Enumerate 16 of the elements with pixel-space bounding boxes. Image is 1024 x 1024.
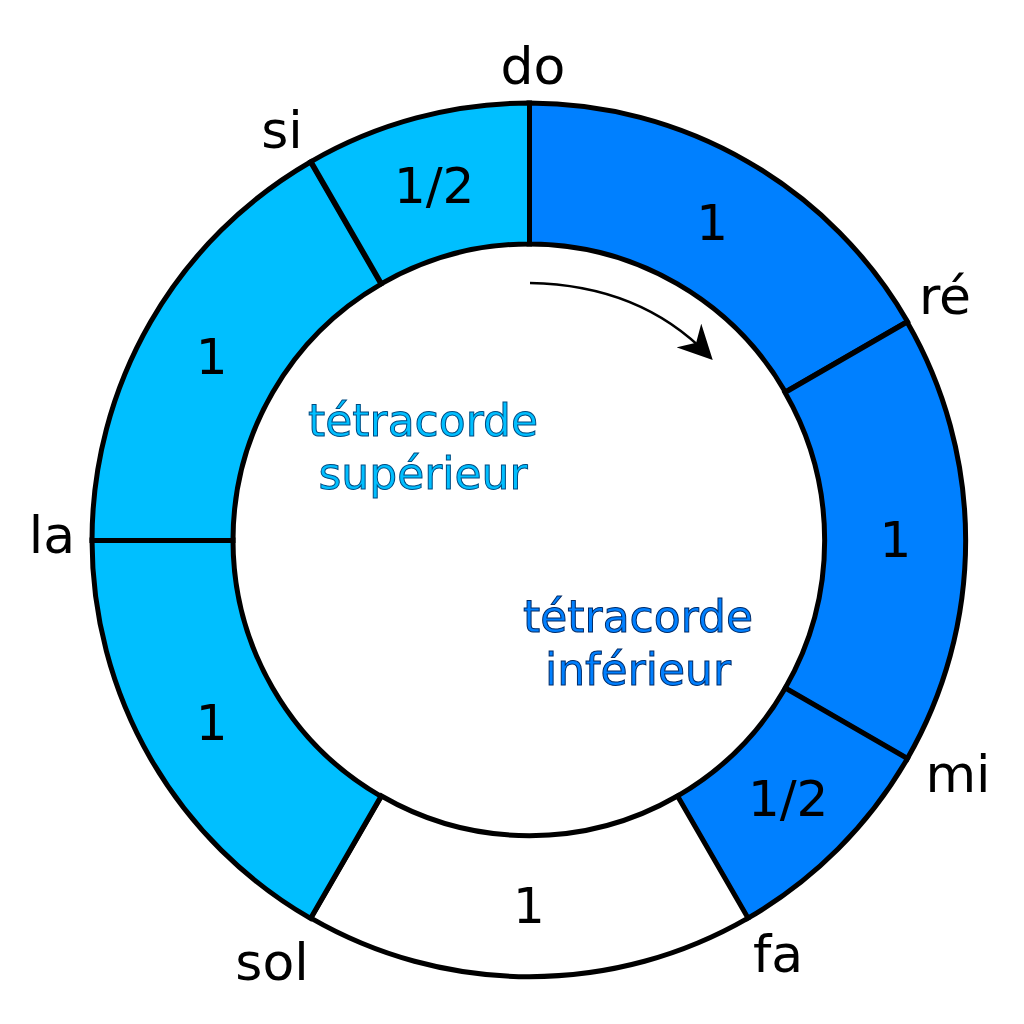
- note-label: sol: [235, 936, 309, 988]
- tetrachord-label: tétracorde inférieur: [521, 591, 755, 697]
- interval-label: 1: [195, 698, 228, 749]
- note-label: fa: [752, 928, 804, 980]
- note-label: si: [261, 104, 303, 156]
- tetrachord-label: tétracorde supérieur: [306, 395, 540, 501]
- interval-label: 1: [696, 197, 729, 248]
- note-label: ré: [918, 270, 972, 322]
- interval-label: 1/2: [747, 774, 829, 825]
- note-label: do: [500, 40, 566, 92]
- note-label: la: [28, 509, 76, 561]
- interval-label: 1: [513, 881, 545, 932]
- interval-label: 1: [195, 331, 228, 382]
- note-label: mi: [925, 748, 991, 800]
- interval-label: 1: [879, 515, 912, 565]
- interval-label: 1/2: [393, 161, 475, 211]
